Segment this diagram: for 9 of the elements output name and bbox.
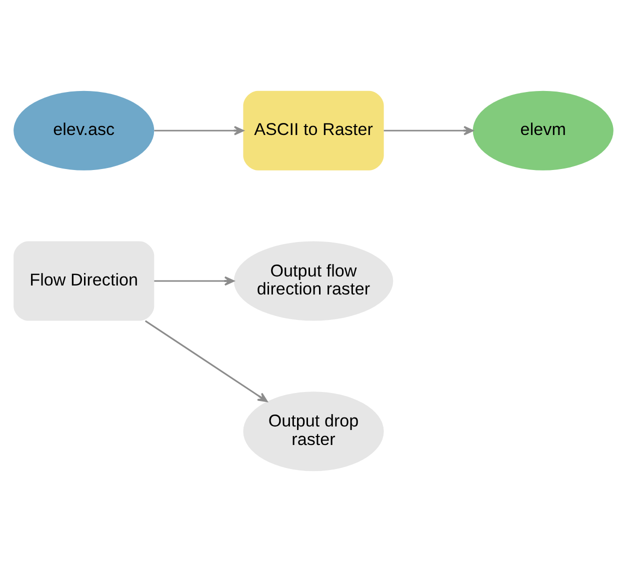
- arrow: [154, 126, 244, 136]
- node-box: ASCII to Raster: [243, 90, 384, 170]
- arrow: [144, 320, 268, 402]
- arrow: [384, 126, 474, 136]
- node-box: Flow Direction: [14, 241, 154, 321]
- node-ellipse: elevm: [472, 90, 614, 170]
- node-ellipse: Output flow direction raster: [234, 241, 394, 321]
- arrow: [154, 276, 234, 286]
- node-ellipse: elev.asc: [14, 90, 154, 170]
